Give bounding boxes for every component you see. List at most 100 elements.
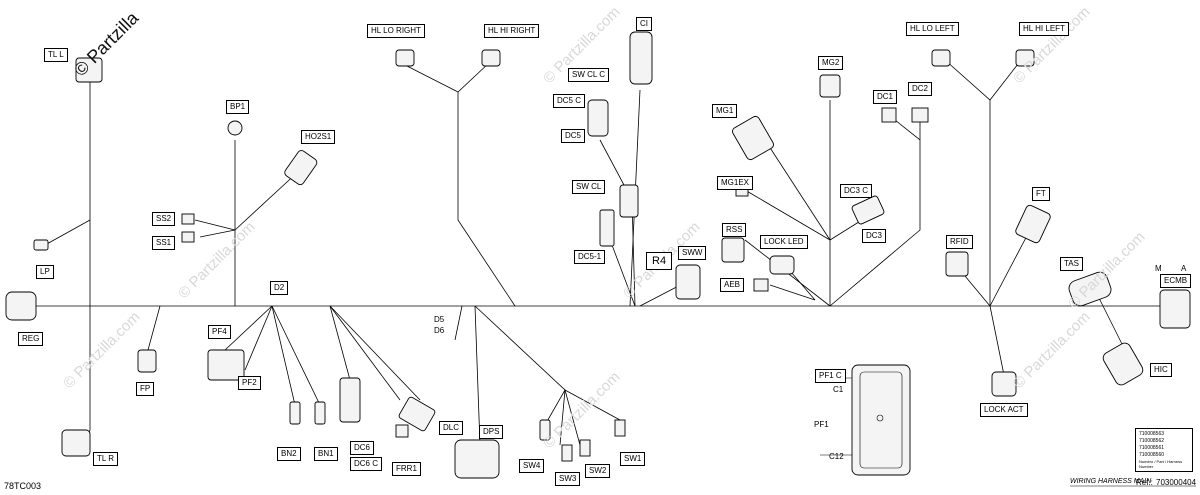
label-dc1: DC1 [873, 90, 898, 104]
label-hl-hi-right: HL HI RIGHT [484, 24, 540, 38]
label-ecmb-m: M [1155, 264, 1162, 273]
terminal-bn2 [289, 401, 301, 425]
connector-dc1 [881, 107, 897, 123]
label-frr1: FRR1 [392, 462, 421, 476]
label-ss1: SS1 [152, 236, 176, 250]
terminal-sw1 [614, 419, 626, 437]
connector-dc5 [587, 99, 609, 137]
connector-dlc [398, 396, 436, 432]
connector-ft [1015, 204, 1051, 244]
label-rss: RSS [722, 223, 747, 237]
label-tl-r: TL R [93, 452, 119, 466]
connector-rss [721, 237, 745, 263]
label-aeb: AEB [720, 278, 745, 292]
part-number: 710008561 [1139, 445, 1165, 451]
connector-reg [5, 291, 37, 321]
label-rfid: RFID [946, 235, 973, 249]
label-c1: C1 [833, 385, 844, 394]
label-dc3-c: DC3 C [840, 184, 873, 198]
connector-hl-lo-right [395, 49, 415, 67]
connector-tl-r [61, 429, 91, 457]
harness-wires [30, 54, 1170, 446]
label-lock-act: LOCK ACT [980, 403, 1028, 417]
label-sw-cl: SW CL [572, 180, 606, 194]
connector-dc2 [911, 107, 929, 123]
label-lp: LP [36, 265, 54, 279]
label-sw1: SW1 [620, 452, 646, 466]
connector-hl-hi-left [1015, 49, 1035, 67]
connector-mg1 [732, 115, 774, 161]
label-mg1ex: MG1EX [717, 176, 754, 190]
connector-ci [629, 31, 653, 85]
connector-fp [137, 349, 157, 373]
connector-ss2 [181, 213, 195, 225]
label-hl-hi-left: HL HI LEFT [1019, 22, 1069, 36]
terminal-sw4 [539, 419, 551, 441]
label-ecmb: ECMB [1160, 274, 1192, 288]
connector-hl-hi-right [481, 49, 501, 67]
connector-hl-lo-left [931, 49, 951, 67]
figure-code: 78TC003 [4, 481, 42, 491]
label-ci: CI [636, 17, 652, 31]
ring-terminal-bp1 [227, 120, 243, 136]
label-ecmb-a: A [1181, 264, 1187, 273]
label-dc6: DC6 [350, 441, 375, 455]
label-reg: REG [18, 332, 44, 346]
connector-dc3 [851, 195, 885, 225]
terminal-bn1 [314, 401, 326, 425]
connector-mg2 [819, 74, 841, 98]
part-number: 710008562 [1139, 438, 1165, 444]
label-sww: SWW [678, 246, 707, 260]
label-sw4: SW4 [519, 459, 545, 473]
label-dc2: DC2 [908, 82, 933, 96]
label-r4: R4 [646, 252, 673, 270]
ref-number: 703000404 [1156, 478, 1197, 487]
label-dc5-c: DC5 C [553, 94, 586, 108]
connector-pf4 [207, 349, 245, 381]
label-sw-cl-c: SW CL C [568, 68, 610, 82]
terminal-sw3 [561, 444, 573, 462]
label-dps: DPS [479, 425, 504, 439]
label-bn1: BN1 [314, 447, 338, 461]
connector-lp [33, 239, 49, 251]
label-hl-lo-left: HL LO LEFT [906, 22, 959, 36]
connector-ho2s1 [284, 150, 318, 186]
label-dlc: DLC [439, 421, 464, 435]
ref-title: WIRING HARNESS MAIN [1070, 478, 1152, 485]
label-pf1: PF1 [814, 420, 829, 429]
label-hic: HIC [1150, 363, 1172, 377]
connector-hic [1102, 342, 1144, 386]
connector-tas [1068, 271, 1112, 307]
label-pf1-c: PF1 C [815, 369, 846, 383]
label-mg1: MG1 [712, 104, 738, 118]
ref-label: Ref.: [1136, 478, 1153, 487]
connector-pf1 [851, 364, 911, 476]
part-number: 710008563 [1139, 431, 1165, 437]
connector-ecmb [1159, 289, 1191, 329]
label-tl-l: TL L [44, 48, 68, 62]
label-fp: FP [136, 382, 155, 396]
label-sw3: SW3 [555, 472, 581, 486]
connector-dps [454, 439, 500, 479]
label-ft: FT [1032, 187, 1050, 201]
label-dc5: DC5 [561, 129, 586, 143]
connector-rfid [945, 251, 969, 277]
label-ss2: SS2 [152, 212, 176, 226]
connector-lock-led [769, 255, 795, 275]
label-dc6-c: DC6 C [350, 457, 383, 471]
connector-sw-cl [619, 184, 639, 218]
label-c12: C12 [829, 452, 844, 461]
connector-lock-act [991, 371, 1017, 397]
label-bn2: BN2 [277, 447, 301, 461]
part-number: 710008560 [1139, 452, 1165, 458]
connector-dc5-1 [599, 209, 615, 247]
connector-dc6 [339, 377, 361, 423]
label-d6: D6 [434, 326, 445, 335]
label-mg2: MG2 [818, 56, 844, 70]
label-ho2s1: HO2S1 [301, 130, 336, 144]
connector-aeb [753, 278, 769, 292]
terminal-sw2 [579, 439, 591, 457]
label-hl-lo-right: HL LO RIGHT [367, 24, 425, 38]
label-d2: D2 [270, 281, 289, 295]
label-d5: D5 [434, 315, 445, 324]
